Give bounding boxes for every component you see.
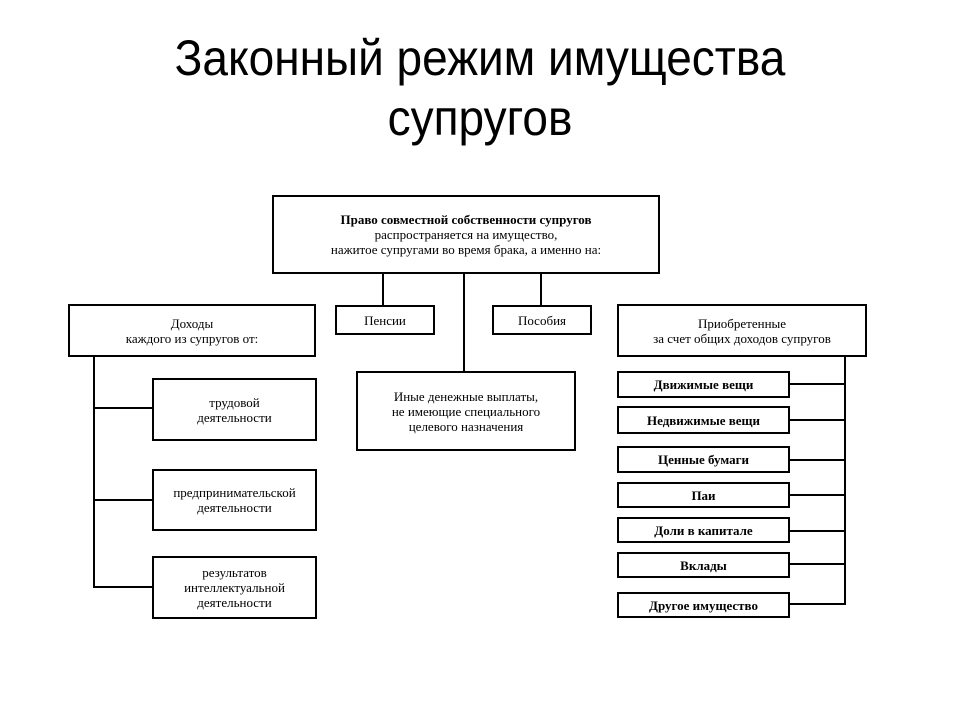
connector-acquired-item: [789, 459, 846, 461]
income-box-line-1: Доходы: [170, 315, 214, 331]
connector-acquired-item: [789, 494, 846, 496]
pensions-label: Пенсии: [364, 312, 406, 328]
root-box-line-2: распространяется на имущество,: [374, 227, 558, 242]
root-box-heading: Право совместной собственности супругов: [340, 212, 592, 227]
connector-acquired-item: [789, 383, 846, 385]
acquired-item-securities: Ценные бумаги: [617, 446, 790, 473]
acquired-box: Приобретенные за счет общих доходов супр…: [617, 304, 867, 357]
income-item-line-2: деятельности: [197, 409, 272, 425]
slide-title: Законный режим имущества супругов: [38, 28, 921, 148]
acquired-item-deposits: Вклады: [617, 552, 790, 578]
acquired-item-label: Доли в капитале: [654, 522, 753, 538]
acquired-item-label: Другое имущество: [649, 597, 758, 613]
other-payments-box: Иные денежные выплаты, не имеющие специа…: [356, 371, 576, 451]
income-item-intellectual: результатов интеллектуальной деятельност…: [152, 556, 317, 619]
acquired-box-line-1: Приобретенные: [697, 315, 787, 331]
income-item-business: предпринимательской деятельности: [152, 469, 317, 531]
connector-root-benefits: [540, 274, 542, 305]
acquired-item-other-property: Другое имущество: [617, 592, 790, 618]
other-payments-line-2: не имеющие специального: [391, 403, 541, 419]
income-item-line-1: предпринимательской: [173, 485, 296, 500]
income-item-line-1: результатов: [202, 565, 267, 580]
connector-acquired-item: [789, 419, 846, 421]
connector-root-other-payments: [463, 274, 465, 371]
acquired-item-real-estate: Недвижимые вещи: [617, 406, 790, 434]
income-item-line-1: трудовой: [209, 394, 260, 410]
connector-acquired-item: [789, 563, 846, 565]
other-payments-line-1: Иные денежные выплаты,: [393, 388, 539, 404]
income-item-line-3: деятельности: [197, 595, 272, 610]
root-box: Право совместной собственности супругов …: [272, 195, 660, 274]
acquired-box-line-2: за счет общих доходов супругов: [653, 330, 831, 346]
income-box: Доходы каждого из супругов от:: [68, 304, 316, 357]
income-box-line-2: каждого из супругов от:: [125, 330, 259, 346]
connector-income-intellectual: [93, 586, 153, 588]
benefits-label: Пособия: [517, 312, 567, 328]
connector-acquired-item: [789, 603, 846, 605]
slide-title-line-2: супругов: [387, 90, 573, 146]
income-item-line-2: интеллектуальной: [184, 580, 285, 595]
acquired-item-label: Ценные бумаги: [657, 452, 750, 467]
pensions-box: Пенсии: [335, 305, 435, 335]
slide-title-line-1: Законный режим имущества: [174, 30, 786, 86]
acquired-item-label: Вклады: [680, 557, 727, 573]
acquired-item-label: Паи: [691, 487, 716, 503]
acquired-item-shares: Паи: [617, 482, 790, 508]
acquired-item-label: Недвижимые вещи: [647, 412, 760, 428]
root-box-line-3: нажитое супругами во время брака, а имен…: [330, 242, 602, 257]
connector-root-pensions: [382, 274, 384, 305]
income-item-line-2: деятельности: [197, 500, 272, 515]
benefits-box: Пособия: [492, 305, 592, 335]
other-payments-line-3: целевого назначения: [408, 418, 524, 434]
acquired-trunk-line: [844, 357, 846, 605]
acquired-item-movables: Движимые вещи: [617, 371, 790, 398]
income-trunk-line: [93, 357, 95, 587]
connector-income-labor: [93, 407, 153, 409]
acquired-item-label: Движимые вещи: [653, 377, 754, 392]
connector-acquired-item: [789, 530, 846, 532]
income-item-labor: трудовой деятельности: [152, 378, 317, 441]
acquired-item-capital-stakes: Доли в капитале: [617, 517, 790, 543]
connector-income-business: [93, 499, 153, 501]
